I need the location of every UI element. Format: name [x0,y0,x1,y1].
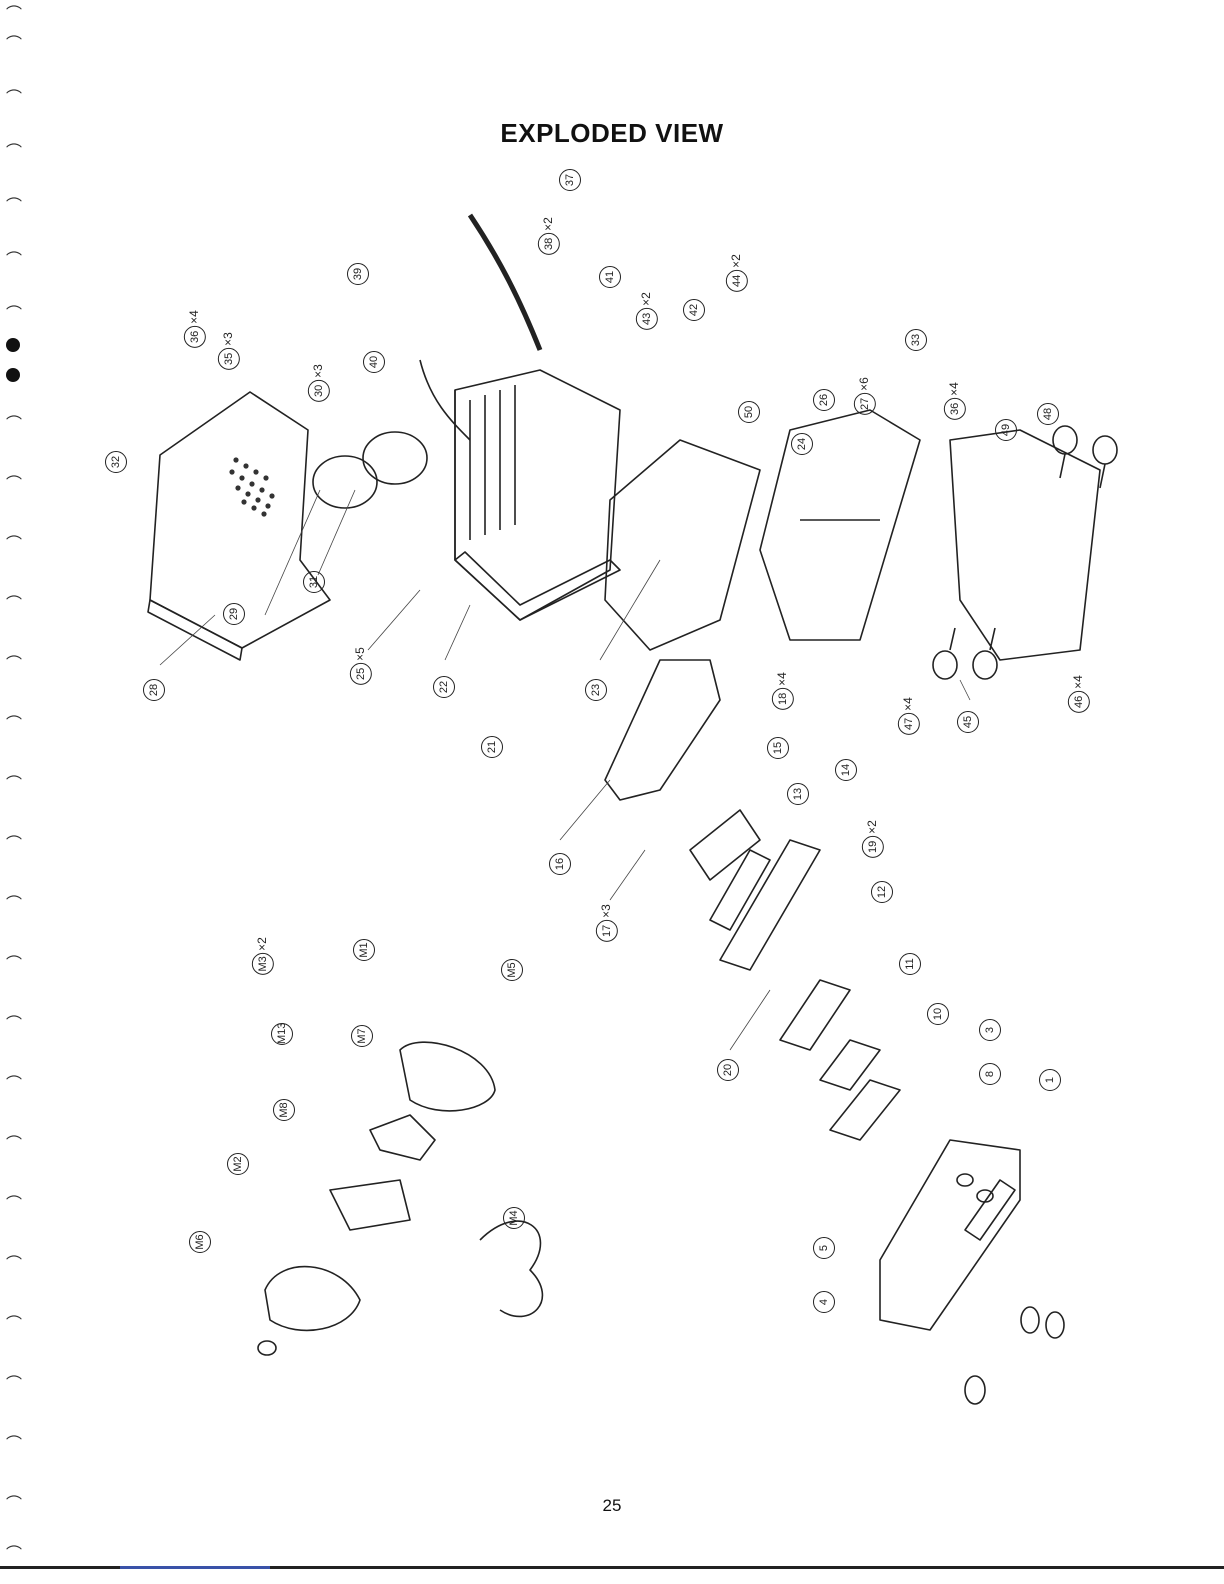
tray-part [760,410,920,640]
part-callout: 18×4 [772,672,794,710]
part-callout: 11 [899,951,921,975]
part-callout: 25×5 [350,647,372,685]
cable-part [420,360,470,440]
part-callout: 20 [717,1057,739,1081]
speaker-ring-part [363,432,427,484]
part-callout: 24 [791,431,813,455]
part-callout: 1 [1039,1067,1061,1091]
part-callout: 40 [363,349,385,373]
page-number: 25 [0,1496,1224,1516]
part-callout: 13 [787,781,809,805]
mic-housing-part [400,1042,495,1111]
part-callout: 39 [347,261,369,285]
part-callout: 36×4 [944,382,966,420]
button-part [965,1376,985,1404]
part-callout: 23 [585,677,607,701]
part-callout: 43×2 [636,292,658,330]
part-callout: M7 [351,1023,373,1047]
part-callout: 38×2 [538,217,560,255]
mic-plate-part [370,1115,435,1160]
mic-housing-part [265,1267,360,1331]
part-callout: 44×2 [726,254,748,292]
button-part [965,1180,1015,1240]
part-callout: M8 [273,1097,295,1121]
part-callout: 14 [835,757,857,781]
part-callout: 19×2 [862,820,884,858]
mic-cord-part [480,1221,542,1316]
part-callout: 16 [549,851,571,875]
part-callout: 42 [683,297,705,321]
panel-part [780,980,850,1050]
part-callout: M3×2 [252,937,274,975]
part-callout: 15 [767,735,789,759]
part-callout: 12 [871,879,893,903]
part-callout: 36×4 [184,310,206,348]
panel-part [830,1080,900,1140]
part-callout: 35×3 [218,332,240,370]
part-callout: 47×4 [898,697,920,735]
part-callout: 3 [979,1017,1001,1041]
button-part [1021,1307,1039,1333]
part-callout: 26 [813,387,835,411]
part-callout: 31 [303,569,325,593]
part-callout: 30×3 [308,364,330,402]
part-callout: 46×4 [1068,675,1090,713]
part-callout: 27×6 [854,377,876,415]
part-callout: M2 [227,1151,249,1175]
bottom-rule-accent [120,1566,270,1569]
part-callout: M13 [271,1021,293,1045]
part-callout: 10 [927,1001,949,1025]
bracket-part [950,430,1100,660]
front-panel-part [880,1140,1020,1330]
part-callout: 29 [223,601,245,625]
panel-part [820,1040,880,1090]
part-callout: M1 [353,937,375,961]
part-callout: 45 [957,709,979,733]
part-callout: 48 [1037,401,1059,425]
part-callout: 32 [105,449,127,473]
display-part [690,810,760,880]
chassis-part [455,370,620,620]
mic-pcb-part [330,1180,410,1230]
part-callout: 22 [433,674,455,698]
part-callout: 33 [905,327,927,351]
part-callout: M4 [503,1205,525,1229]
part-callout: M5 [501,957,523,981]
cable-part [470,215,540,350]
part-callout: 37 [559,167,581,191]
part-callout: 50 [738,399,760,423]
part-callout: 17×3 [596,904,618,942]
part-callout: 49 [995,417,1017,441]
front-pcb-part [605,660,720,800]
part-callout: 41 [599,264,621,288]
part-callout: M6 [189,1229,211,1253]
part-callout: 4 [813,1289,835,1313]
button-part [1046,1312,1064,1338]
part-callout: 21 [481,734,503,758]
speaker-ring-part [313,456,377,508]
part-callout: 28 [143,677,165,701]
pcb-part [605,440,760,650]
part-callout: 8 [979,1061,1001,1085]
part-callout: 5 [813,1235,835,1259]
